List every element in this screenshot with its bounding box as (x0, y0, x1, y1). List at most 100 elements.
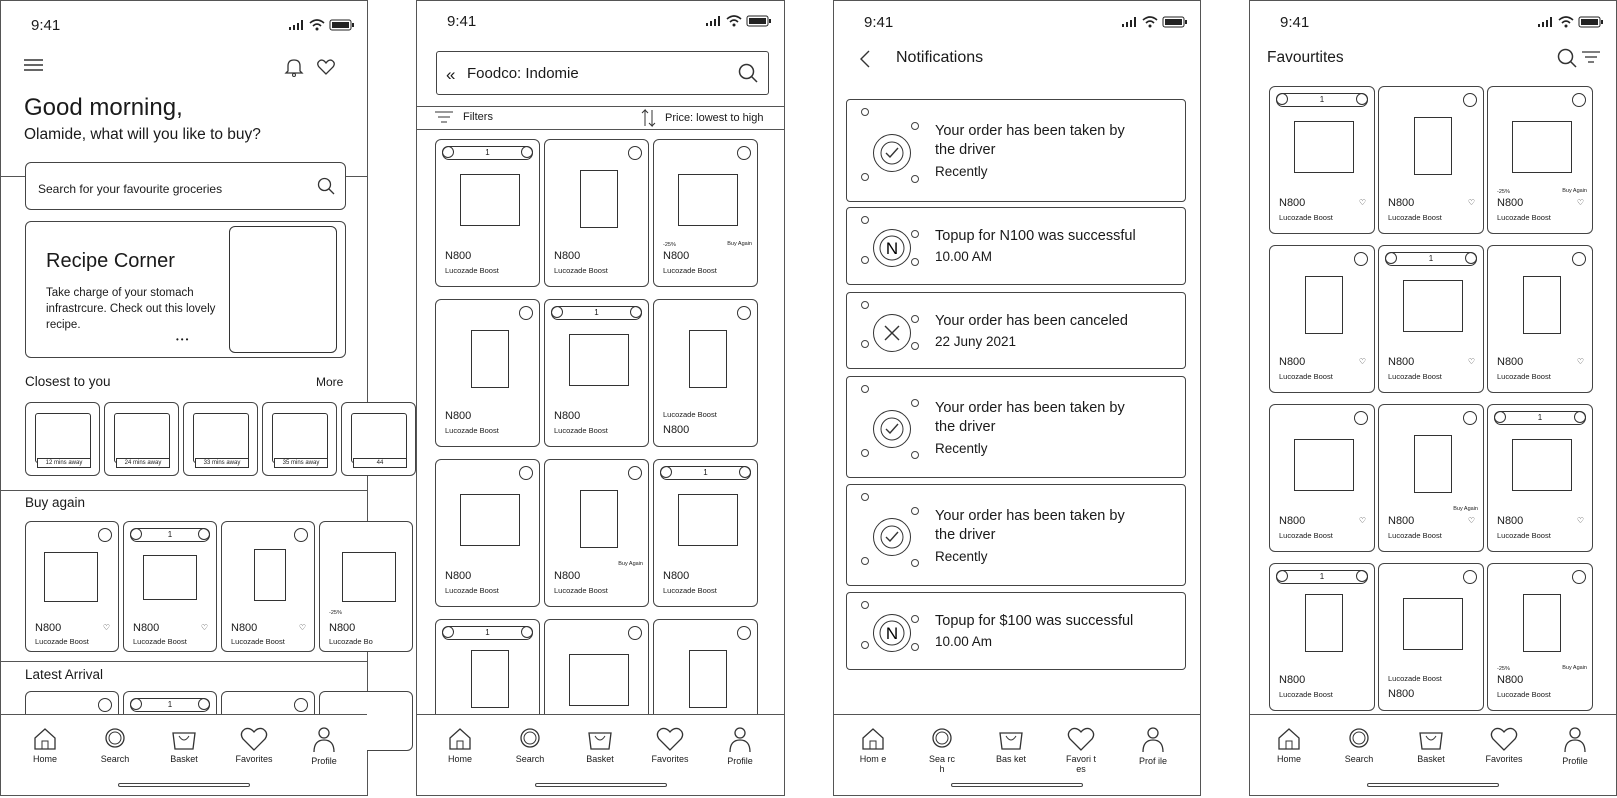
select-radio[interactable] (519, 306, 533, 320)
select-radio[interactable] (1572, 570, 1586, 584)
tab-favorites[interactable]: Favori tes (1056, 727, 1106, 774)
select-radio[interactable] (98, 698, 112, 712)
search-input[interactable]: « Foodco: Indomie (436, 51, 769, 95)
search-icon[interactable] (317, 177, 335, 200)
sort-button[interactable]: Price: lowest to high (641, 108, 763, 128)
quantity-stepper[interactable]: 1 (442, 146, 533, 160)
store-card[interactable]: 44 (341, 402, 416, 476)
tab-home[interactable]: Hom e (848, 727, 898, 764)
back-icon[interactable] (860, 50, 870, 73)
select-radio[interactable] (519, 466, 533, 480)
filter-button[interactable]: Filters (435, 111, 493, 123)
heart-icon[interactable]: ♡ (1467, 516, 1475, 525)
tab-home[interactable]: Home (20, 727, 70, 764)
select-radio[interactable] (737, 626, 751, 640)
select-radio[interactable] (628, 626, 642, 640)
filter-icon[interactable] (1582, 51, 1600, 70)
tab-profile[interactable]: Profile (299, 727, 349, 766)
select-radio[interactable] (737, 306, 751, 320)
tab-basket[interactable]: Bas ket (986, 727, 1036, 764)
heart-icon[interactable]: ♡ (102, 623, 110, 632)
store-card[interactable]: 12 mins away (25, 402, 100, 476)
tab-search[interactable]: Search (1334, 727, 1384, 764)
select-radio[interactable] (98, 528, 112, 542)
quantity-stepper[interactable]: 1 (551, 306, 642, 320)
store-card[interactable]: 33 mins away (183, 402, 258, 476)
select-radio[interactable] (294, 528, 308, 542)
more-link[interactable]: More (316, 375, 344, 389)
heart-icon[interactable]: ♡ (1358, 198, 1366, 207)
heart-icon[interactable] (317, 59, 335, 80)
tab-search[interactable]: Search (505, 727, 555, 764)
product-card[interactable]: N800 ♡ Lucozade Boost (25, 521, 119, 652)
tab-home[interactable]: Home (1264, 727, 1314, 764)
product-card[interactable]: 1 N800 ♡ Lucozade Boost (123, 521, 217, 652)
heart-icon[interactable]: ♡ (1576, 516, 1584, 525)
select-radio[interactable] (1354, 411, 1368, 425)
tab-home[interactable]: Home (435, 727, 485, 764)
tab-basket[interactable]: Basket (159, 727, 209, 764)
back-icon[interactable]: « (446, 65, 456, 84)
bell-icon[interactable] (284, 57, 304, 82)
heart-icon[interactable]: ♡ (1358, 516, 1366, 525)
product-card[interactable]: N800 ♡ Lucozade Boost (221, 521, 315, 652)
tab-favorites[interactable]: Favorites (645, 727, 695, 764)
select-radio[interactable] (294, 698, 308, 712)
tab-basket[interactable]: Basket (575, 727, 625, 764)
select-radio[interactable] (628, 146, 642, 160)
tab-favorites[interactable]: Favorites (229, 727, 279, 764)
quantity-stepper[interactable]: 1 (1276, 570, 1368, 584)
quantity-stepper[interactable]: 1 (1385, 252, 1477, 266)
heart-icon[interactable]: ♡ (1358, 357, 1366, 366)
tab-profile[interactable]: Profile (1550, 727, 1600, 766)
heart-icon[interactable]: ♡ (1467, 198, 1475, 207)
product-card[interactable]: -25% N800 Lucozade Bo (319, 521, 413, 652)
quantity-stepper[interactable]: 1 (130, 528, 210, 542)
select-radio[interactable] (1572, 93, 1586, 107)
heart-icon[interactable]: ♡ (200, 623, 208, 632)
search-input[interactable]: Search for your favourite groceries (25, 162, 346, 210)
select-radio[interactable] (628, 466, 642, 480)
tab-favorites[interactable]: Favorites (1479, 727, 1529, 764)
select-radio[interactable] (1463, 411, 1477, 425)
recipe-card[interactable]: Recipe Corner Take charge of your stomac… (25, 221, 346, 358)
tab-basket[interactable]: Basket (1406, 727, 1456, 764)
heart-icon[interactable]: ♡ (1467, 357, 1475, 366)
heart-icon[interactable]: ♡ (1576, 198, 1584, 207)
select-radio[interactable] (737, 146, 751, 160)
select-radio[interactable] (1572, 252, 1586, 266)
quantity-stepper[interactable]: 1 (442, 626, 533, 640)
tab-search[interactable]: Sea rch (917, 727, 967, 774)
tab-profile[interactable]: Prof ile (1128, 727, 1178, 766)
select-radio[interactable] (1463, 570, 1477, 584)
store-card[interactable]: 35 mins away (262, 402, 337, 476)
heart-icon[interactable]: ♡ (1576, 357, 1584, 366)
store-card[interactable]: 24 mins away (104, 402, 179, 476)
